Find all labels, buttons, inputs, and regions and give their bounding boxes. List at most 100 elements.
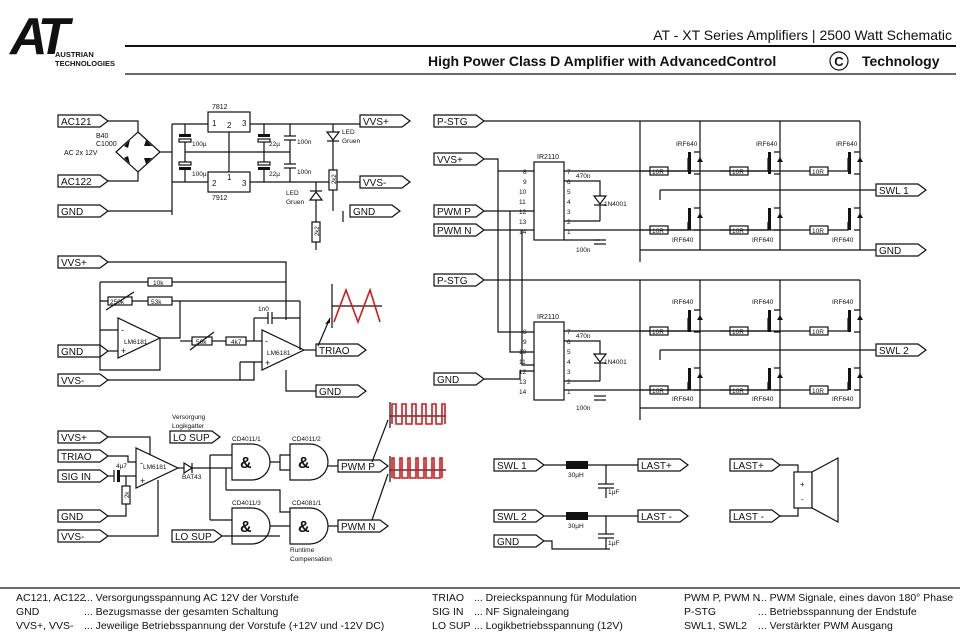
bridge-rectifier [115,131,161,173]
ic2-pin-l1: 9 [523,339,527,346]
triangle-generator: VVS+ 10k 250k 53k - + LM6181 GND 50k 4k7… [57,255,382,398]
res-50k-label: 50k [196,339,207,346]
spk-last-plus-port: LAST+ [733,461,764,472]
gate-res-4a-label: 10R [652,388,664,395]
header: AT AUSTRIAN TECHNOLOGIES AT - XT Series … [8,8,956,75]
ps-gnd-port-right: GND [353,207,375,218]
gate-4-symbol: & [298,519,310,536]
cap-22u-top-label: 22µ [269,141,280,148]
ic2-diode-label: 1N4001 [604,359,627,366]
drv-swl1-port: SWL 1 [879,186,909,197]
gate-res-2c-label: 10R [812,228,824,235]
inductor-1-label: 30µH [568,472,584,479]
main-title: High Power Class D Amplifier with Advanc… [428,53,776,69]
led-top-label: LED [342,129,355,136]
runtime-line1: Runtime [290,547,315,554]
ic1-diode [592,195,608,205]
ps-vvs-plus-port: VVS+ [363,117,389,128]
led-top-color: Gruen [342,138,360,145]
mosfet-row-4: 10R IRF640 10R IRF640 10R IRF640 [640,350,863,409]
ps-ac121-port: AC121 [61,117,92,128]
ic2-pin-r6: 1 [567,389,571,396]
ic2-pin-l5: 13 [519,379,527,386]
mod-triao-port: TRIAO [61,452,92,463]
gate-3-label: CD4011/3 [232,500,261,507]
ps-vvs-minus-port: VVS- [363,178,386,189]
mod-pwm-p-port: PWM P [341,462,375,473]
ic2-pin-r4: 3 [567,369,571,376]
copyright-symbol: C [834,54,844,69]
reg-neg-pin1: 1 [227,173,232,182]
drv-gnd-out-port: GND [879,246,901,257]
gate-cd4011-1 [231,443,271,481]
cap-100u-bottom-label: 100µ [192,171,207,178]
mosfet-4b-label: IRF640 [752,396,774,403]
mosfet-row-2: 10R IRF640 10R IRF640 10R IRF640 [640,190,876,251]
ic1-pin-r3: 4 [567,199,571,206]
ic1-pin-r4: 3 [567,209,571,216]
ic1-pin-l1: 9 [523,179,527,186]
ic1-c470n-label: 470n [576,173,591,180]
drv-pwm-n-port: PWM N [437,226,471,237]
series-title: AT - XT Series Amplifiers | 2500 Watt Sc… [653,27,952,43]
gate-res-1b-label: 10R [732,169,744,176]
legend-desc-3-3: ... Verstärkter PWM Ausgang [758,620,893,632]
cap-100u-top [178,124,192,152]
reg-neg-pin3: 3 [242,179,247,188]
inductor-2 [566,512,588,520]
power-supply: AC121 AC122 GND B40 C1000 AC 2x 12V 7812… [57,104,411,250]
mosfet-4a-label: IRF640 [672,396,694,403]
pwm-waveform-bottom [389,456,446,482]
diode-bat43 [183,461,194,475]
logo-line2: TECHNOLOGIES [55,59,115,68]
legend-term-2-2: SIG IN [432,606,464,618]
res-10k-label: 10k [153,280,164,287]
opamp-1-plus: + [121,346,126,356]
gate-2-symbol: & [298,455,310,472]
ir2110-2 [533,321,565,401]
cap-22u-bottom [257,152,271,182]
opamp-mod-label: LM6181 [143,464,167,471]
mosfet-1c-label: IRF640 [836,141,858,148]
cap-22u-top [257,124,271,152]
opamp-1 [117,317,162,359]
legend-term-2-1: TRIAO [432,592,464,604]
ic1-pin-r1: 6 [567,179,571,186]
opamp-1-label: LM6181 [124,339,148,346]
opamp-mod [135,447,180,489]
legend-desc-1-2: ... Bezugsmasse der gesamten Schaltung [84,606,279,618]
reg-pos-pin2: 2 [227,121,232,130]
gate-res-3c-label: 10R [812,329,824,336]
ic1-pin-l5: 13 [519,219,527,226]
tri-vvs-minus-port: VVS- [61,376,84,387]
mosfet-2b-label: IRF640 [752,237,774,244]
filter-swl2-port: SWL 2 [497,512,527,523]
mosfet-1b-label: IRF640 [756,141,778,148]
logo-line1: AUSTRIAN [55,50,94,59]
legend-desc-3-1: ... PWM Signale, eines davon 180° Phase [758,592,953,604]
cap-100n-bottom [284,152,296,182]
mosfet-2a-label: IRF640 [672,237,694,244]
led-bottom [308,191,324,201]
cap-4u7-label: 4µ7 [116,463,127,470]
mosfet-row-3: 10R IRF640 10R IRF640 10R IRF640 [640,299,876,360]
modulator: Versorgung Logikgatter VVS+ LO SUP TRIAO… [57,402,446,563]
res-2k2-top-label: 2k2 [332,174,338,184]
speaker-cone [811,456,839,524]
cap-100u-bottom [178,152,192,182]
ic2-pin-l6: 14 [519,389,527,396]
ic2-pin-r1: 6 [567,339,571,346]
cap-100n-top [284,124,296,152]
mod-vvs-minus-port: VVS- [61,532,84,543]
legend-term-2-3: LO SUP [432,620,471,632]
ic1-diode-label: 1N4001 [604,201,627,208]
inductor-1 [566,461,588,469]
res-4k7-label: 4k7 [231,339,242,346]
ic2-pin-r2: 5 [567,349,571,356]
reg-neg-label: 7912 [212,195,228,202]
ic2-c470n-label: 470n [576,333,591,340]
tri-gnd-out-port: GND [319,387,341,398]
ic1-pin-l6: 14 [519,229,527,236]
cap-100n-bottom-label: 100n [297,169,312,176]
led-top [325,131,341,141]
